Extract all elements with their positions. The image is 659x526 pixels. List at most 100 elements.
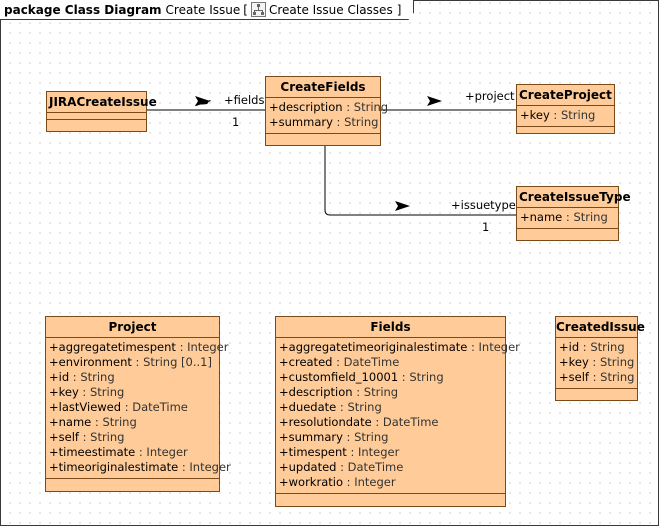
attribute-visibility: + — [279, 460, 289, 474]
attribute-name: description — [278, 100, 343, 114]
attribute-name: key — [529, 108, 550, 122]
attributes-compartment: +name : String — [517, 208, 618, 229]
class-attribute: +duedate : String — [279, 400, 382, 414]
owner-name: Create Issue Classes — [268, 2, 393, 17]
operations-compartment — [47, 120, 146, 128]
attribute-type: String — [600, 370, 635, 384]
attribute-name: created — [288, 355, 333, 369]
bracket-open: [ — [243, 2, 248, 17]
class-attribute: +customfield_10001 : String — [279, 370, 444, 384]
attribute-name: name — [529, 210, 563, 224]
attribute-visibility: + — [279, 430, 289, 444]
class-fields[interactable]: Fields +aggregatetimeoriginalestimate : … — [275, 316, 520, 507]
class-createissuetype[interactable]: CreateIssueType +name : String — [516, 186, 631, 241]
attribute-name: id — [58, 370, 70, 384]
class-attribute: +self : String — [49, 430, 125, 444]
class-name: CreateProject — [517, 85, 614, 106]
class-attribute: +id : String — [559, 340, 625, 354]
attribute-name: key — [568, 355, 589, 369]
attribute-visibility: + — [49, 415, 59, 429]
attribute-type: String — [80, 370, 115, 384]
operations-compartment — [46, 479, 219, 487]
attribute-visibility: + — [279, 415, 289, 429]
class-attribute: +description : String — [279, 385, 399, 399]
attribute-type: String — [363, 385, 399, 399]
class-name: Fields — [276, 317, 505, 338]
class-jiracreateissue[interactable]: JIRACreateIssue — [46, 91, 157, 132]
role-label-fields: +fields — [224, 93, 265, 107]
attribute-name: timespent — [288, 445, 347, 459]
operations-compartment — [266, 134, 380, 142]
attribute-name: self — [58, 430, 79, 444]
class-attribute: +lastViewed : DateTime — [49, 400, 188, 414]
attribute-name: customfield_10001 — [288, 370, 399, 384]
class-attribute: +timeestimate : Integer — [49, 445, 188, 459]
attribute-type: String — [344, 115, 379, 129]
operations-compartment — [517, 127, 614, 135]
attribute-visibility: + — [279, 385, 289, 399]
class-project[interactable]: Project +aggregatetimespent : Integer+en… — [45, 316, 231, 492]
role-label-project: +project — [465, 89, 515, 103]
class-diagram-icon — [251, 2, 266, 17]
attribute-visibility: + — [279, 340, 289, 354]
class-name: CreateIssueType — [517, 187, 631, 208]
attribute-type: DateTime — [347, 460, 404, 474]
attribute-name: timeoriginalestimate — [58, 460, 179, 474]
attribute-visibility: + — [279, 400, 289, 414]
bracket-close: ] — [396, 2, 402, 17]
attribute-type: DateTime — [132, 400, 188, 414]
attribute-visibility: + — [279, 355, 289, 369]
attribute-name: summary — [278, 115, 333, 129]
attributes-compartment: +aggregatetimeoriginalestimate : Integer… — [276, 338, 520, 494]
class-name: CreateFields — [266, 77, 380, 98]
attribute-name: aggregatetimeoriginalestimate — [288, 340, 468, 354]
operations-compartment — [556, 389, 637, 397]
attribute-visibility: + — [279, 370, 289, 384]
attributes-compartment — [47, 113, 146, 120]
class-attribute: +summary : String — [269, 115, 379, 129]
attribute-type: String — [590, 340, 625, 354]
attribute-visibility: + — [49, 430, 59, 444]
class-attribute: +key : String — [520, 108, 596, 122]
class-createdissue[interactable]: CreatedIssue +id : String+key : String+s… — [555, 316, 645, 401]
class-attribute: +workratio : Integer — [279, 475, 396, 489]
diagram-name: Create Issue — [165, 2, 241, 17]
attributes-compartment: +aggregatetimespent : Integer+environmen… — [46, 338, 231, 479]
attribute-visibility: + — [269, 100, 279, 114]
attribute-visibility: + — [559, 340, 569, 354]
attribute-name: description — [288, 385, 353, 399]
attribute-name: key — [58, 385, 79, 399]
attribute-type: String — [573, 210, 608, 224]
attribute-name: id — [568, 340, 580, 354]
attribute-type: String — [102, 415, 137, 429]
class-attribute: +description : String — [269, 100, 389, 114]
class-attribute: +created : DateTime — [279, 355, 400, 369]
attribute-type: Integer — [478, 340, 520, 354]
class-createfields[interactable]: CreateFields +description : String+summa… — [265, 76, 389, 146]
attribute-type: Integer — [146, 445, 188, 459]
attributes-compartment: +description : String+summary : String — [266, 98, 389, 134]
attribute-visibility: + — [49, 340, 59, 354]
class-name: Project — [46, 317, 219, 338]
class-attribute: +key : String — [49, 385, 125, 399]
class-attribute: +timeoriginalestimate : Integer — [49, 460, 231, 474]
attribute-name: aggregatetimespent — [58, 340, 176, 354]
attribute-type: String — [354, 430, 389, 444]
multiplicity-issuetype: 1 — [482, 220, 490, 234]
attribute-visibility: + — [49, 445, 59, 459]
attribute-type: DateTime — [382, 415, 439, 429]
attribute-visibility: + — [49, 370, 59, 384]
class-name: JIRACreateIssue — [47, 92, 157, 113]
class-attribute: +id : String — [49, 370, 115, 384]
attribute-name: self — [568, 370, 589, 384]
attribute-name: resolutiondate — [288, 415, 372, 429]
navigability-arrow-issuetype — [395, 201, 410, 211]
class-attribute: +updated : DateTime — [279, 460, 404, 474]
attribute-visibility: + — [269, 115, 279, 129]
attribute-visibility: + — [559, 355, 569, 369]
attribute-type: String — [353, 100, 389, 114]
attribute-type: String [0..1] — [143, 355, 212, 369]
association-createfields-createissuetype — [324, 145, 516, 216]
class-createproject[interactable]: CreateProject +key : String — [516, 84, 615, 134]
multiplicity-fields: 1 — [232, 115, 240, 129]
